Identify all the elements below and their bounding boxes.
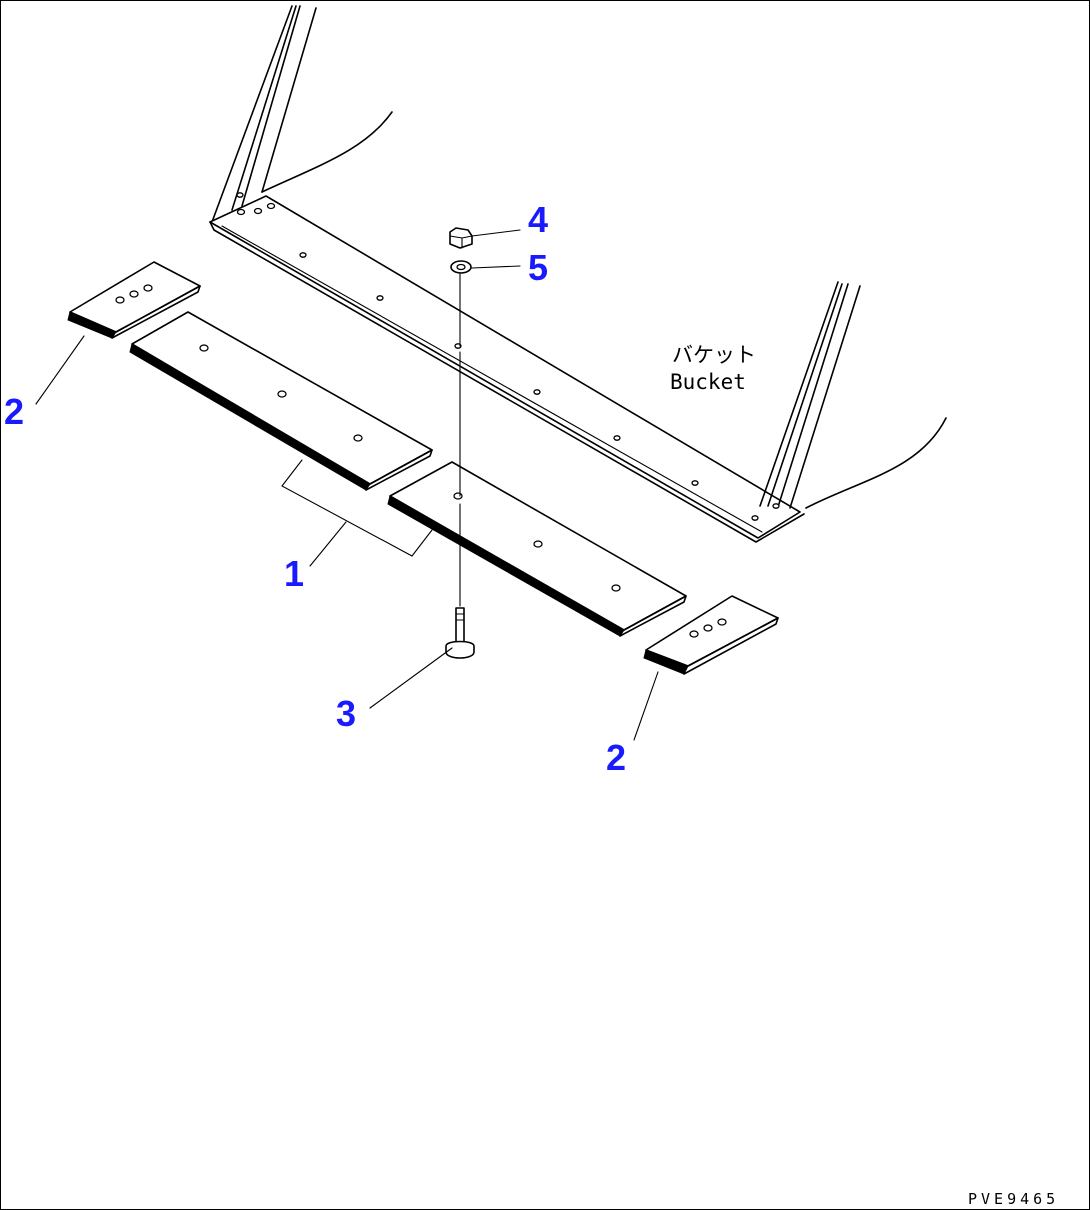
bucket-left-side-plate <box>211 5 317 223</box>
bucket-label-en: Bucket <box>670 370 746 394</box>
cutting-edge-left <box>129 311 433 491</box>
bucket <box>209 5 947 543</box>
bucket-base-plate-holes <box>236 192 780 521</box>
bucket-label-jp: バケット <box>672 343 756 367</box>
drawing-code: PVE9465 <box>968 1190 1059 1208</box>
nut <box>449 227 473 249</box>
cutting-edge-right <box>387 461 687 637</box>
callout-4: 4 <box>528 199 548 240</box>
bolt <box>445 607 475 659</box>
callout-1: 1 <box>284 553 304 594</box>
bucket-base-plate <box>209 195 801 539</box>
callout-5: 5 <box>528 247 548 288</box>
bucket-base-plate-lip <box>209 221 805 543</box>
end-bit-right <box>643 595 779 675</box>
callout-3: 3 <box>336 693 356 734</box>
end-bit-left <box>67 261 201 339</box>
bucket-right-side-plate <box>759 281 861 509</box>
washer <box>450 260 472 274</box>
callout-2-left: 2 <box>4 391 24 432</box>
bucket-back-curve-right <box>805 417 947 509</box>
bucket-base-plate-edge <box>221 225 763 533</box>
leader-lines <box>35 229 659 741</box>
bucket-back-curve-left <box>261 111 393 193</box>
callout-2-right: 2 <box>606 737 626 778</box>
